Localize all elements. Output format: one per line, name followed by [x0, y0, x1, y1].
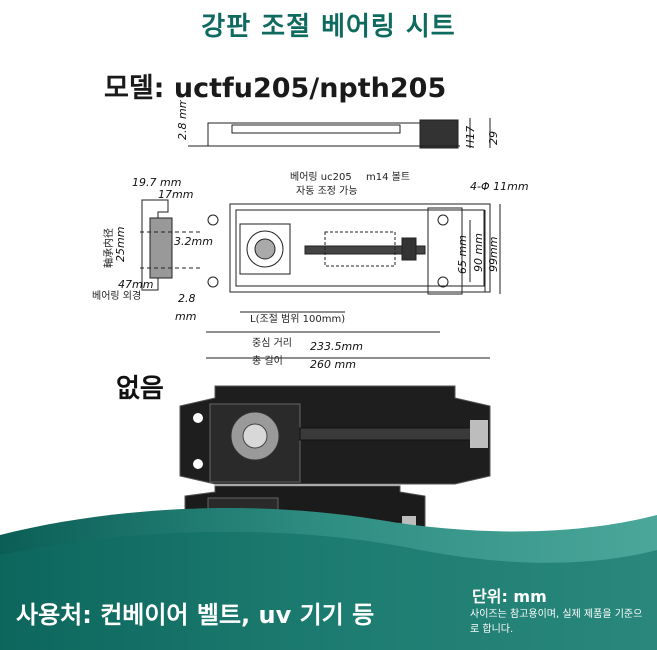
front-view-frame: [229, 203, 491, 293]
dim-17: 17mm: [158, 188, 193, 201]
dim-2-8: 2.8: [178, 292, 196, 305]
dim-233-5: 233.5mm: [310, 340, 363, 353]
mount-hole-icon: [437, 276, 449, 288]
dim-19-7: 19.7 mm: [132, 176, 181, 189]
label-bearing-inner-cn: 軸承内径: [102, 228, 115, 268]
usage-text: 사용처: 컨베이어 벨트, uv 기기 등: [16, 601, 375, 629]
label-total-length: 총 길이: [252, 354, 283, 367]
front-view-bolt: [304, 245, 426, 255]
dim-99: 99mm: [487, 237, 500, 272]
cross-section-plate: [141, 199, 169, 291]
dim-h17: H17: [464, 126, 477, 148]
front-view-bearing: [246, 230, 284, 268]
label-auto-adjust: 자동 조정 가능: [296, 185, 358, 197]
mount-hole-icon: [207, 214, 219, 226]
dim-47: 47mm: [118, 278, 153, 291]
mount-hole-icon: [437, 214, 449, 226]
dim-mm: mm: [175, 310, 196, 323]
unit-label: 단위: mm: [472, 587, 547, 606]
label-bearing-outer: 베어링 외경: [92, 289, 141, 302]
label-hole: 4-Φ 11mm: [470, 180, 529, 193]
model-label: 모델: uctfu205/npth205: [104, 73, 447, 104]
dim-3-2: 3.2mm: [174, 235, 213, 248]
dim-29: 29: [487, 131, 500, 145]
front-view-bearing-housing: [239, 223, 291, 275]
dim-90: 90 mm: [472, 233, 485, 272]
dim-260: 260 mm: [310, 358, 356, 370]
side-view-nut: [419, 119, 459, 149]
cross-section-bearing: [149, 217, 173, 279]
size-note: 사이즈는 참고용이며, 실제 제품을 기준으로 합니다.: [470, 609, 643, 635]
side-view-plate: [207, 122, 427, 147]
technical-drawing: 2.8 mm H17 29 19.7 mm 17mm 軸承内径 25mm 3.2…: [92, 100, 529, 370]
label-center-distance: 중심 거리: [252, 337, 292, 349]
dim-25: 25mm: [114, 227, 127, 262]
large-bearing-seat: [179, 385, 491, 485]
label-bearing-uc205: 베어링 uc205: [290, 171, 352, 183]
footer-banner: [0, 508, 657, 650]
dim-65: 65 mm: [456, 235, 469, 274]
dim-2-8-top: 2.8 mm: [176, 100, 189, 140]
side-view-slot: [231, 124, 401, 134]
page-title: 강판 조절 베어링 시트: [201, 12, 456, 42]
label-adjust-range: L(조절 범위 100mm): [250, 312, 345, 325]
label-m14-bolt: m14 볼트: [366, 171, 410, 183]
none-label: 없음: [116, 374, 164, 404]
mount-hole-icon: [207, 276, 219, 288]
